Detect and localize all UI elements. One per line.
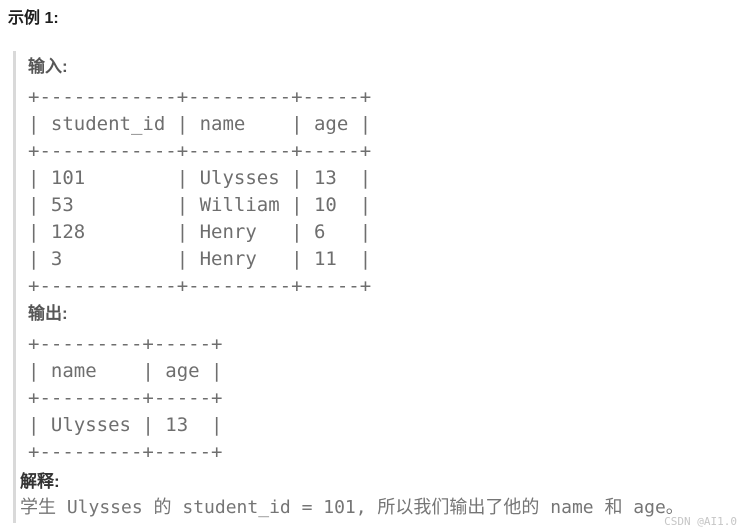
example-blockquote: 输入: +------------+---------+-----+ | stu…: [13, 51, 739, 523]
explanation-label: 解释:: [20, 472, 60, 491]
input-label: 输入:: [28, 57, 68, 76]
input-table: +------------+---------+-----+ | student…: [28, 86, 372, 297]
output-label: 输出:: [28, 304, 68, 323]
example-title: 示例 1:: [8, 10, 59, 27]
output-table: +---------+-----+ | name | age | +------…: [28, 333, 223, 463]
watermark: CSDN @AI1.0: [664, 515, 737, 528]
explanation-paragraph: 解释: 学生 Ulysses 的 student_id = 101, 所以我们输…: [20, 468, 731, 521]
explanation-text: 学生 Ulysses 的 student_id = 101, 所以我们输出了他的…: [20, 497, 684, 518]
